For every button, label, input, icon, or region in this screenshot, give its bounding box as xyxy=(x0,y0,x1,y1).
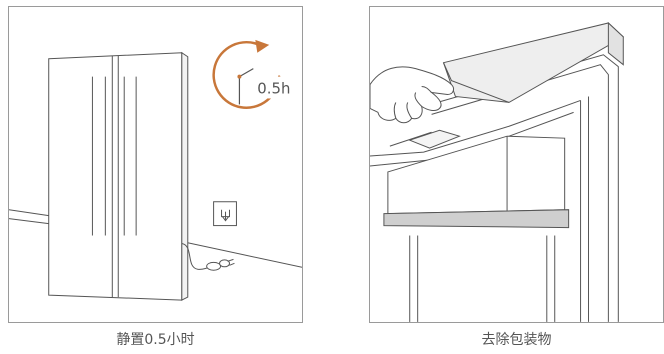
timer-label: 0.5h xyxy=(257,79,290,97)
clock-timer-icon: 0.5h xyxy=(214,40,300,108)
step-caption-remove-packaging: 去除包装物 xyxy=(369,331,664,349)
packaging-tape-icon xyxy=(443,23,623,102)
fridge-shelf-icon xyxy=(384,130,569,227)
hand-icon xyxy=(370,67,454,123)
packaging-scene xyxy=(370,7,663,322)
step-caption-stand: 静置0.5小时 xyxy=(8,331,303,349)
wall-socket-icon xyxy=(214,202,237,226)
refrigerator-icon xyxy=(49,53,188,300)
step-illustration-remove-packaging xyxy=(369,6,664,323)
step-illustration-stand: 0.5h xyxy=(8,6,303,323)
stand-scene: 0.5h xyxy=(9,7,302,322)
